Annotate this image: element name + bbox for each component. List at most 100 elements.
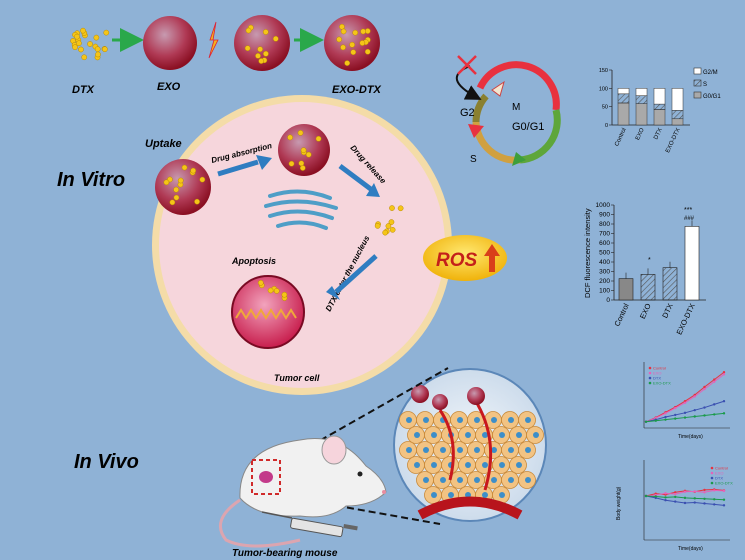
tumor-cell-nucleus (448, 492, 454, 498)
tumor-cell-nucleus (431, 462, 437, 468)
tumor-cell-nucleus (525, 417, 531, 423)
chart1-bars (617, 88, 684, 126)
loaded-drug-particles (244, 24, 279, 64)
tumor-cell-nucleus (533, 432, 539, 438)
cycle-arrow-m (491, 80, 505, 97)
label-tumor-cell: Tumor cell (274, 373, 320, 383)
absorbed-drug-particles (287, 130, 322, 171)
tumor-cell-nucleus (482, 432, 488, 438)
data-point (703, 491, 706, 494)
ros-badge (423, 235, 507, 281)
chart4-xlabel: Time(days) (678, 546, 703, 552)
tumor-site-box (251, 459, 281, 495)
chart2-bar (684, 226, 700, 301)
cycle-label-s: S (470, 154, 477, 165)
data-point (722, 489, 726, 493)
legend-marker (648, 371, 652, 375)
drug-particle (298, 160, 305, 167)
drug-particle (349, 41, 355, 48)
legend-marker (648, 366, 652, 370)
tumor-cell-cluster (399, 411, 544, 504)
data-point (703, 406, 706, 409)
released-drug-particle (397, 205, 404, 212)
tumor-cell-nucleus (474, 417, 480, 423)
tumor-cell-nucleus (440, 447, 446, 453)
data-point (664, 415, 667, 419)
block-cross-2 (457, 55, 477, 75)
data-point (683, 401, 687, 404)
chart1-bar-G2/M (671, 88, 684, 111)
tumor-cell-nucleus (465, 462, 471, 468)
chart2-annot-exo-dtx-hash: ### (684, 216, 695, 222)
chart1-x-label: DTX (653, 127, 664, 140)
data-point (703, 497, 706, 500)
drug-particle (350, 49, 357, 56)
tumor-cell-nucleus (508, 447, 514, 453)
chart2-bar (662, 267, 678, 301)
data-point (674, 495, 677, 499)
data-point (683, 490, 687, 493)
data-point (644, 420, 648, 423)
drug-particle (262, 29, 269, 35)
uptake-drug-particles (163, 164, 206, 206)
mouse-tail (218, 498, 301, 548)
chart2-x-label: EXO (638, 302, 653, 320)
data-point (654, 419, 657, 422)
arrow-absorption-head (256, 155, 272, 170)
data-point (683, 416, 687, 419)
arrow-enter-nucleus-head (326, 286, 340, 300)
data-point (674, 492, 677, 496)
dtx-particle (102, 46, 108, 53)
legend-g2m-label: G2/M (703, 70, 718, 76)
cycle-arc-g2 (472, 93, 489, 123)
blood-vessel (417, 496, 523, 520)
dtx-particle (94, 46, 101, 53)
exosome-empty (143, 16, 197, 70)
drug-particle (344, 60, 351, 66)
drug-particle (244, 45, 251, 52)
legend-label: DTX (715, 476, 723, 481)
chart2-y-tick-label: 1000 (596, 202, 611, 209)
chart2-x-label: EXO-DTX (675, 302, 697, 336)
drug-particle (315, 135, 322, 142)
legend-g2m-swatch (693, 67, 702, 75)
data-point (693, 490, 696, 493)
arrow-release-head (366, 183, 380, 197)
legend-marker (648, 376, 652, 380)
cycle-label-g0g1: G0/G1 (512, 121, 544, 133)
drug-particle (263, 50, 269, 57)
exo-dtx-in-blood-3 (467, 387, 485, 405)
chart2-y-tick-label: 500 (599, 250, 610, 257)
data-point (674, 500, 677, 503)
drug-particle (281, 291, 288, 298)
dtx-particle (81, 54, 88, 61)
data-point (713, 403, 716, 406)
tumor-cell-nucleus (508, 477, 514, 483)
dtx-particle (95, 51, 101, 58)
chart1-x-label: EXO-DTX (665, 127, 682, 154)
nucleus-drug-particles (257, 279, 288, 301)
data-point (664, 418, 667, 421)
tumor-cell-nucleus (499, 492, 505, 498)
legend-label: EXO (715, 471, 723, 476)
drug-particle (257, 279, 264, 286)
tumor-cell-nucleus (457, 447, 463, 453)
mouse-ear (321, 435, 347, 465)
chart3-xlabel: Time(days) (678, 434, 703, 440)
mouse (218, 435, 387, 548)
released-drug-particle (389, 205, 395, 211)
data-point (703, 488, 706, 492)
data-point (713, 489, 716, 492)
mouse-nose (382, 490, 386, 494)
dtx-particle (103, 29, 110, 36)
chart1-y-tick-label: 100 (599, 86, 608, 92)
legend-label: Control (715, 466, 728, 471)
data-point (683, 501, 687, 505)
legend-s-label: S (703, 82, 707, 88)
cycle-arrow-g0g1 (512, 152, 526, 166)
chart1-bar-S (617, 93, 630, 104)
chart1-bar-G0/G1 (635, 103, 648, 126)
